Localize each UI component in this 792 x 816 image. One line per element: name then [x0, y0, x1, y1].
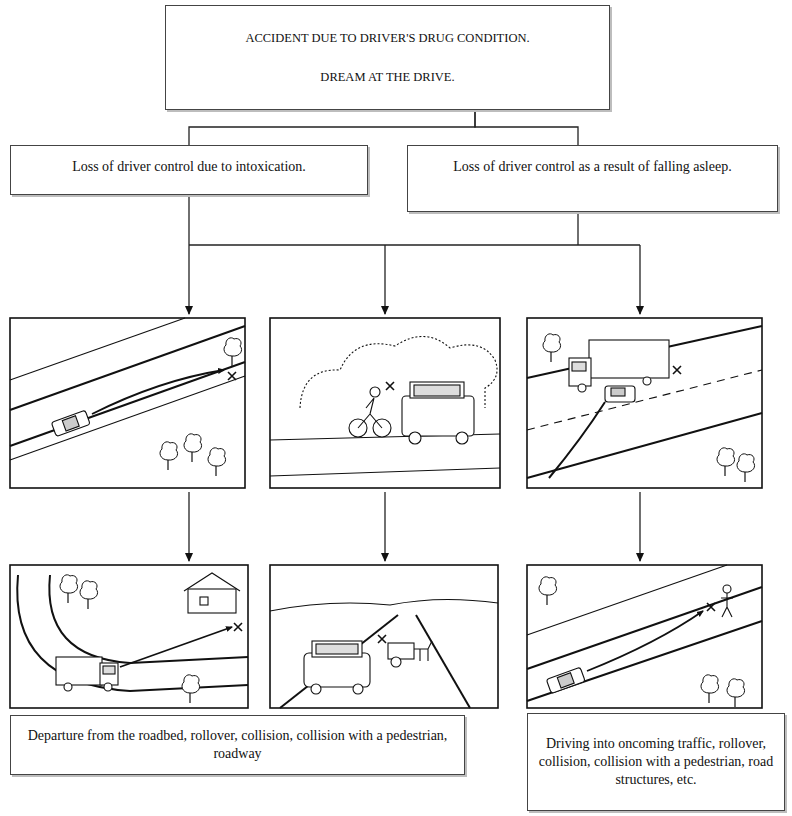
- tree: [543, 334, 561, 362]
- drop-line: [188, 195, 189, 245]
- horizon: [270, 599, 498, 611]
- crash-mark: [673, 366, 681, 374]
- scene-picture: [270, 565, 498, 708]
- crash-mark: [378, 635, 386, 643]
- road-line: [17, 575, 248, 691]
- truck: [569, 340, 669, 392]
- road-line: [527, 565, 727, 635]
- crash-mark: [386, 382, 394, 390]
- tree: [737, 454, 755, 482]
- flow-arrows: [189, 195, 640, 561]
- title-box: ACCIDENT DUE TO DRIVER'S DRUG CONDITION.…: [165, 5, 610, 110]
- tree: [701, 675, 719, 703]
- road-line: [270, 468, 500, 476]
- scene-picture: [527, 565, 762, 708]
- tree: [160, 442, 178, 470]
- outcome-box: Driving into oncoming traffic, rollover,…: [527, 713, 785, 811]
- outcome-box: Departure from the roadbed, rollover, co…: [10, 715, 465, 775]
- crash-mark: [228, 372, 236, 380]
- tree: [60, 575, 78, 603]
- scene-picture: [270, 318, 500, 488]
- scene-picture: [527, 318, 762, 488]
- trajectory: [120, 627, 232, 667]
- road-line: [527, 587, 762, 669]
- box-text: DREAM AT THE DRIVE.: [320, 69, 454, 85]
- box-text: ACCIDENT DUE TO DRIVER'S DRUG CONDITION.: [245, 30, 529, 46]
- picture-frame: [527, 318, 762, 488]
- road-line: [10, 318, 185, 380]
- flow-arrow: [384, 245, 385, 314]
- tree: [184, 434, 202, 462]
- tree: [717, 448, 735, 476]
- car: [605, 386, 635, 402]
- trajectory: [92, 370, 224, 414]
- cause-box: Loss of driver control due to intoxicati…: [10, 145, 368, 195]
- tree: [80, 581, 98, 609]
- road-line: [280, 615, 398, 708]
- picture-frame: [10, 565, 248, 708]
- picture-frame: [270, 565, 498, 708]
- drop-line: [577, 212, 578, 245]
- bus-line: [189, 244, 640, 245]
- picture-frame: [270, 318, 500, 488]
- road-line: [49, 575, 248, 663]
- road-line: [527, 370, 762, 430]
- tree: [182, 675, 200, 703]
- crash-mark: [234, 623, 242, 631]
- picture-frame: [527, 565, 762, 708]
- box-text: Loss of driver control as a result of fa…: [453, 158, 731, 176]
- road-line: [527, 413, 762, 478]
- trajectory: [549, 402, 605, 478]
- tree: [539, 577, 557, 605]
- box-text: Driving into oncoming traffic, rollover,…: [536, 735, 776, 790]
- scene-picture: [10, 565, 248, 708]
- box-text: Loss of driver control due to intoxicati…: [72, 158, 306, 176]
- flow-arrow: [639, 245, 640, 314]
- road-line: [10, 376, 245, 460]
- road-line: [527, 326, 762, 378]
- truck: [56, 657, 118, 691]
- pedestrian: [721, 585, 733, 617]
- picture-frame: [10, 318, 245, 488]
- car: [546, 667, 585, 693]
- car: [304, 641, 370, 694]
- flow-arrow: [639, 492, 640, 561]
- tree: [208, 448, 226, 476]
- connector-line: [189, 110, 475, 145]
- car: [51, 410, 90, 436]
- road-line: [10, 362, 245, 446]
- cyclist: [349, 387, 391, 437]
- tree: [727, 679, 745, 707]
- car: [402, 382, 474, 444]
- crash-mark: [707, 603, 715, 611]
- house: [184, 573, 240, 613]
- horse-cart: [388, 641, 432, 667]
- road-line: [416, 615, 470, 708]
- trajectory: [587, 611, 703, 671]
- flow-arrow: [384, 492, 385, 561]
- box-text: Departure from the roadbed, rollover, co…: [21, 727, 454, 763]
- flow-arrow: [188, 492, 189, 561]
- scene-picture: [10, 318, 245, 488]
- bush: [224, 338, 242, 366]
- connector-line: [475, 110, 578, 145]
- cause-box: Loss of driver control as a result of fa…: [407, 145, 778, 212]
- flow-arrow: [188, 245, 189, 314]
